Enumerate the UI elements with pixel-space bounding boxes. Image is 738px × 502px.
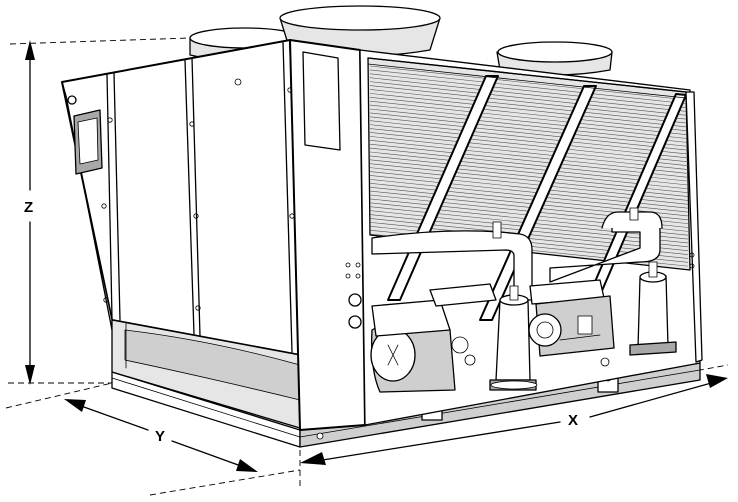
coil-fin-line (369, 73, 689, 109)
base-frame (111, 362, 701, 448)
coil-fin-line (369, 155, 689, 190)
compressor-left (370, 283, 497, 393)
oil-separator-right (629, 261, 677, 356)
dimension-y-label: Y (155, 428, 165, 445)
coil-fin-line (369, 112, 689, 147)
coil-fin-line (369, 120, 689, 155)
coil-fin-line (369, 77, 689, 112)
coil-fin-line (369, 100, 689, 136)
coil-fin-line (369, 132, 689, 166)
fan-right (496, 41, 613, 76)
lower-skirt (111, 319, 301, 429)
controller-display (73, 109, 103, 175)
dimension-y: Y (5, 382, 301, 496)
coil-fin-line (369, 147, 689, 182)
pressure-gauge (348, 315, 362, 329)
coil-fin-line (369, 108, 689, 143)
coil-fin-line (369, 81, 689, 116)
pressure-gauge (348, 293, 362, 307)
coil-fin-line (369, 89, 689, 124)
coil-fin-line (369, 96, 689, 132)
coil-fin-line (369, 128, 689, 163)
coil-fin-line (369, 93, 689, 128)
coil-fin-line (369, 69, 689, 105)
coil-fin-line (369, 151, 689, 186)
dimension-z: Z (8, 37, 191, 385)
brand-logo (67, 95, 77, 105)
coil-fin-line (369, 65, 689, 101)
coil-fin-line (369, 104, 689, 139)
coil-fin-line (369, 136, 689, 170)
access-panel (302, 51, 341, 151)
coil-fin-line (369, 139, 689, 174)
oil-separator-left (489, 285, 538, 391)
dimension-x-label: X (568, 412, 578, 429)
refrigerant-piping (371, 207, 663, 301)
coil-fin-line (369, 143, 689, 178)
coil-fin-line (369, 85, 689, 120)
coil-fin-line (369, 116, 689, 151)
corner-post (685, 91, 703, 363)
compressor-right (528, 279, 615, 367)
control-panel-face (61, 39, 301, 356)
coil-fin-line (369, 124, 689, 159)
dimension-z-label: Z (24, 199, 33, 216)
